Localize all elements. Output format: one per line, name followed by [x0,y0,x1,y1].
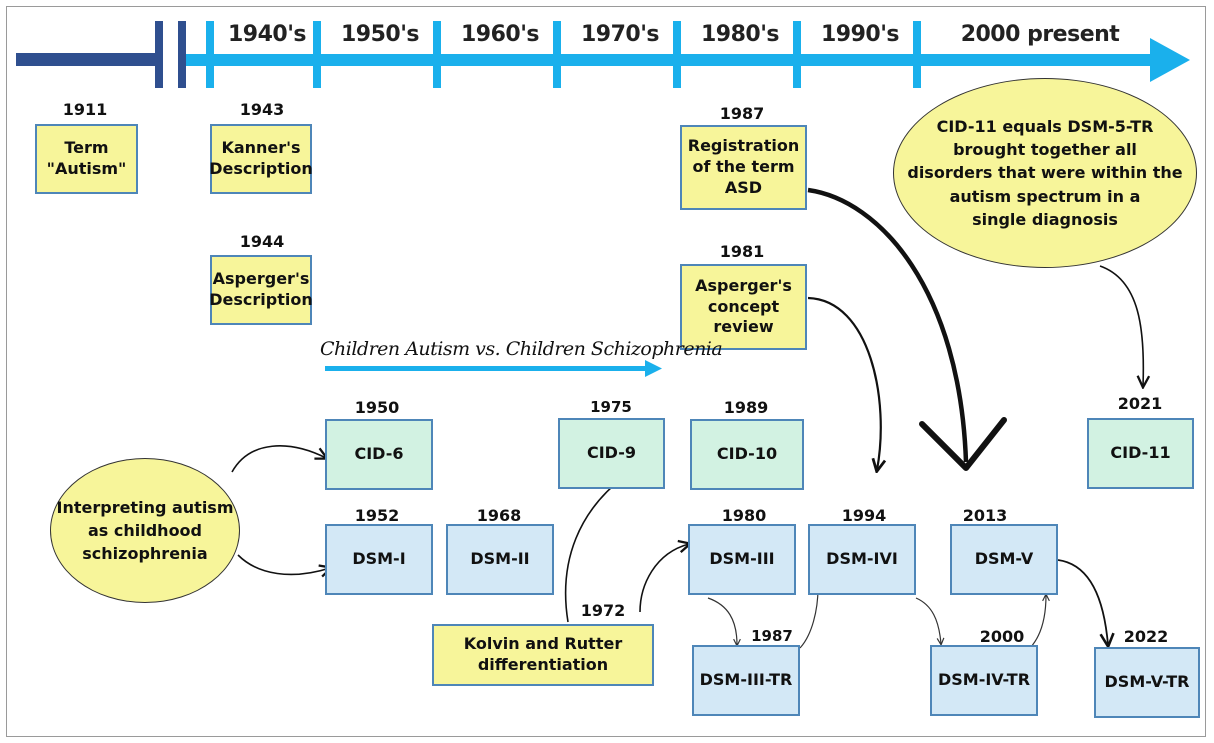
dsm3tr-box: DSM-III-TR [692,645,800,716]
connector-dsm5 [807,187,969,463]
kolvin-rutter-box: Kolvin and Rutter differentiation [432,624,654,686]
connector-dsm3tr [707,597,737,645]
dsm3-box: DSM-III [688,524,796,595]
era-label: 1990's [820,22,900,47]
connector-dsm4 [807,296,881,470]
timeline-bar [16,21,1190,88]
year-label: 2022 [1123,627,1169,646]
connector-cid6 [231,445,326,473]
term-autism-box: Term "Autism" [35,124,138,194]
dsm2-box: DSM-II [446,524,554,595]
year-label: 2000 [979,627,1025,646]
cid11-note-ellipse: CID-11 equals DSM-5-TR brought together … [893,78,1197,268]
year-label: 1972 [580,601,626,620]
era-label: 1970's [580,22,660,47]
cid6-box: CID-6 [325,419,433,490]
connector-dsm3 [639,544,689,613]
era-label: 2000 present [960,22,1120,47]
dsm5tr-box: DSM-V-TR [1094,647,1200,718]
cid9-box: CID-9 [558,418,665,489]
connector-dsm5tr [1057,559,1108,645]
cid10-box: CID-10 [690,419,804,490]
year-label: 1952 [354,506,400,525]
connector-cid11 [1099,265,1143,386]
dsm1-box: DSM-I [325,524,433,595]
year-label: 1994 [841,506,887,525]
dsm5-box: DSM-V [950,524,1058,595]
asd-registration-box: Registration of the term ASD [680,125,807,210]
connector-dsm4tr [915,597,941,644]
year-label: 1968 [476,506,522,525]
year-label: 1987 [719,104,765,123]
year-label: 1950 [354,398,400,417]
schizophrenia-note-ellipse: Interpreting autism as childhood schizop… [50,458,240,603]
dsm4tr-box: DSM-IV-TR [930,645,1038,716]
asperger-description-box: Asperger's Description [209,255,313,325]
kanner-box: Kanner's Description [209,124,313,194]
year-label: 1911 [62,100,108,119]
diagram-frame [6,6,1206,737]
year-label: 2021 [1117,394,1163,413]
children-label: Children Autism vs. Children Schizophren… [320,338,723,360]
children-arrow [325,360,662,377]
year-label: 1944 [239,232,285,251]
year-label: 2013 [962,506,1008,525]
era-label: 1950's [340,22,420,47]
year-label: 1981 [719,242,765,261]
dsm4-box: DSM-IVI [808,524,916,595]
year-label: 1989 [723,398,769,417]
year-label: 1987 [751,627,793,645]
cid11-box: CID-11 [1087,418,1194,489]
year-label: 1980 [721,506,767,525]
year-label: 1943 [239,100,285,119]
connector-dsm1 [237,554,330,574]
era-label: 1980's [700,22,780,47]
year-label: 1975 [590,398,632,416]
era-label: 1940's [227,22,307,47]
asperger-review-box: Asperger's concept review [680,264,807,350]
era-label: 1960's [460,22,540,47]
connector-dsm5-head [919,417,1007,471]
connector-dsm5-from-tr [1029,595,1046,649]
